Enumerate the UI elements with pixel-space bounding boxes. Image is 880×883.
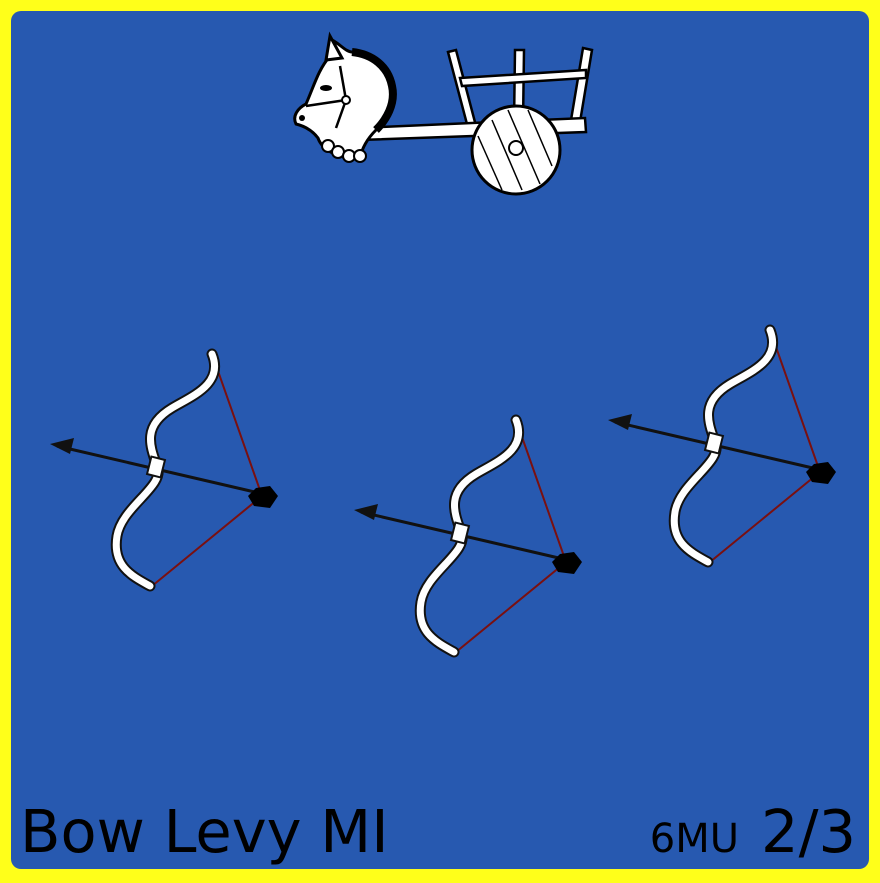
bow-and-arrow-icon: [608, 330, 836, 562]
bow-and-arrow-icon: [354, 420, 582, 652]
unit-stats: 6MU 2/3: [650, 796, 856, 883]
unit-name: Bow Levy MI: [20, 797, 389, 866]
movement-value: 6MU: [649, 816, 740, 862]
horse-chariot-icon: [293, 31, 594, 196]
stat-ratio: 2/3: [761, 797, 856, 866]
bow-and-arrow-icon: [50, 354, 278, 586]
